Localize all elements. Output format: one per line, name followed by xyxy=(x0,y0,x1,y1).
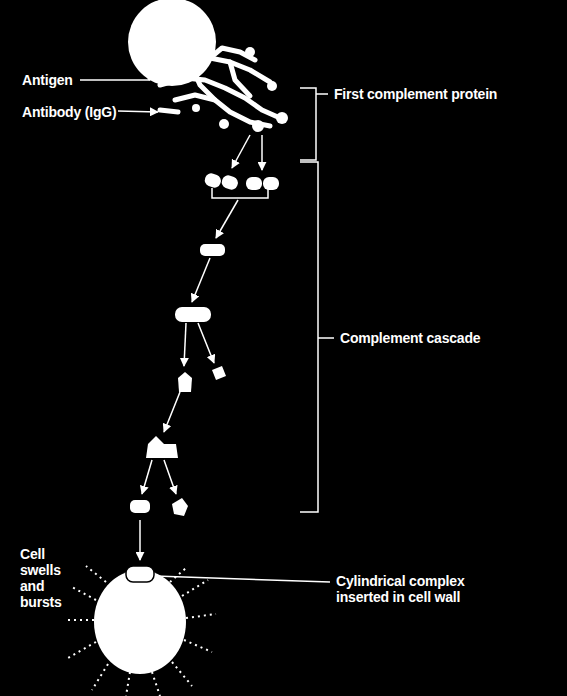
antibody-label: Antibody (IgG) xyxy=(22,104,132,120)
cell-contents-spray xyxy=(64,566,216,696)
bracket xyxy=(212,88,334,512)
outcome-label: Cell swells and bursts xyxy=(20,546,76,610)
complex-label: Cylindrical complex inserted in cell wal… xyxy=(336,573,501,605)
leader-line xyxy=(155,576,330,582)
cascade-arrow xyxy=(140,135,262,560)
stage-label: First complement protein xyxy=(334,86,534,102)
antigen-label: Antigen xyxy=(22,72,92,88)
lysing-cell xyxy=(94,570,186,674)
target-cell xyxy=(128,0,216,86)
stage-label: Complement cascade xyxy=(340,330,510,346)
complement-protein xyxy=(130,172,279,516)
antigen-antibody-complex xyxy=(150,48,280,126)
membrane-attack-complex xyxy=(126,566,154,582)
